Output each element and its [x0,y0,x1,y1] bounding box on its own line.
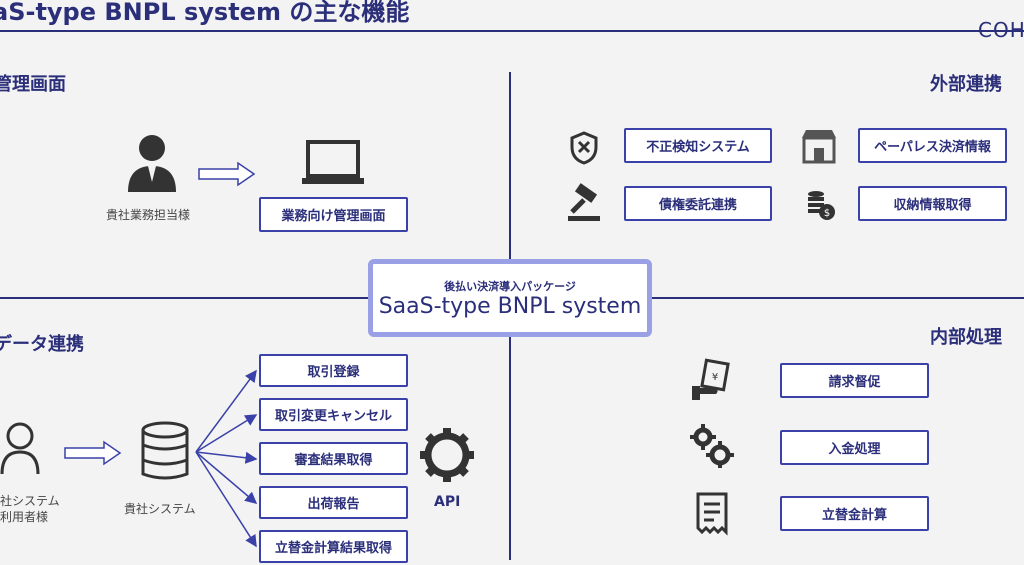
payment-hand-icon: ¥ [692,358,730,400]
api-box-change-cancel: 取引変更キャンセル [259,398,408,431]
database-icon [141,421,189,480]
svg-text:¥: ¥ [712,372,718,383]
internal-box-billing: 請求督促 [780,363,929,398]
arrow-right-icon [64,440,122,466]
section-title-admin: 管理画面 [0,74,66,95]
api-label: API [434,494,461,510]
api-box-register: 取引登録 [259,354,408,387]
admin-screen-box: 業務向け管理画面 [259,197,408,232]
page-title: aS-type BNPL system の主な機能 [0,0,410,26]
horizontal-divider-left [0,297,368,299]
gears-icon [690,424,734,468]
gear-icon [420,428,474,482]
section-title-data: データ連携 [0,334,84,355]
database-label: 貴社システム [124,502,196,516]
shield-x-icon [570,131,598,165]
person-label-business: 貴社業務担当様 [106,208,191,222]
external-box-debt: 債権委託連携 [624,186,772,221]
header-rule [0,30,1024,32]
api-box-shipping: 出荷報告 [259,486,408,519]
receipt-icon [696,492,728,536]
center-package-box: 後払い決済導入パッケージ SaaS-type BNPL system [368,259,652,337]
api-box-review-result: 審査結果取得 [259,442,408,475]
user-label-line1: 社システム [0,494,60,508]
coins-icon: $ [808,191,835,220]
brand-logo: COH [978,18,1024,42]
user-person-icon [0,422,40,475]
section-title-external: 外部連携 [930,74,1002,95]
laptop-icon [302,140,364,184]
external-box-paperless: ペーパレス決済情報 [858,128,1007,163]
business-person-icon [128,135,176,192]
user-label-line2: 利用者様 [0,510,49,524]
external-box-collection: 収納情報取得 [858,186,1007,221]
api-box-payment-result: 立替金計算結果取得 [259,530,408,563]
section-title-internal: 内部処理 [930,327,1002,348]
internal-box-advance-calc: 立替金計算 [780,496,929,531]
internal-box-deposit: 入金処理 [780,430,929,465]
store-icon [802,130,836,164]
horizontal-divider-right [652,297,1024,299]
gavel-icon [568,183,600,221]
center-title: SaaS-type BNPL system [378,293,642,319]
svg-text:$: $ [824,208,830,219]
center-subtitle: 後払い決済導入パッケージ [444,279,576,293]
arrow-right-icon [198,161,256,187]
external-box-fraud: 不正検知システム [624,128,772,163]
